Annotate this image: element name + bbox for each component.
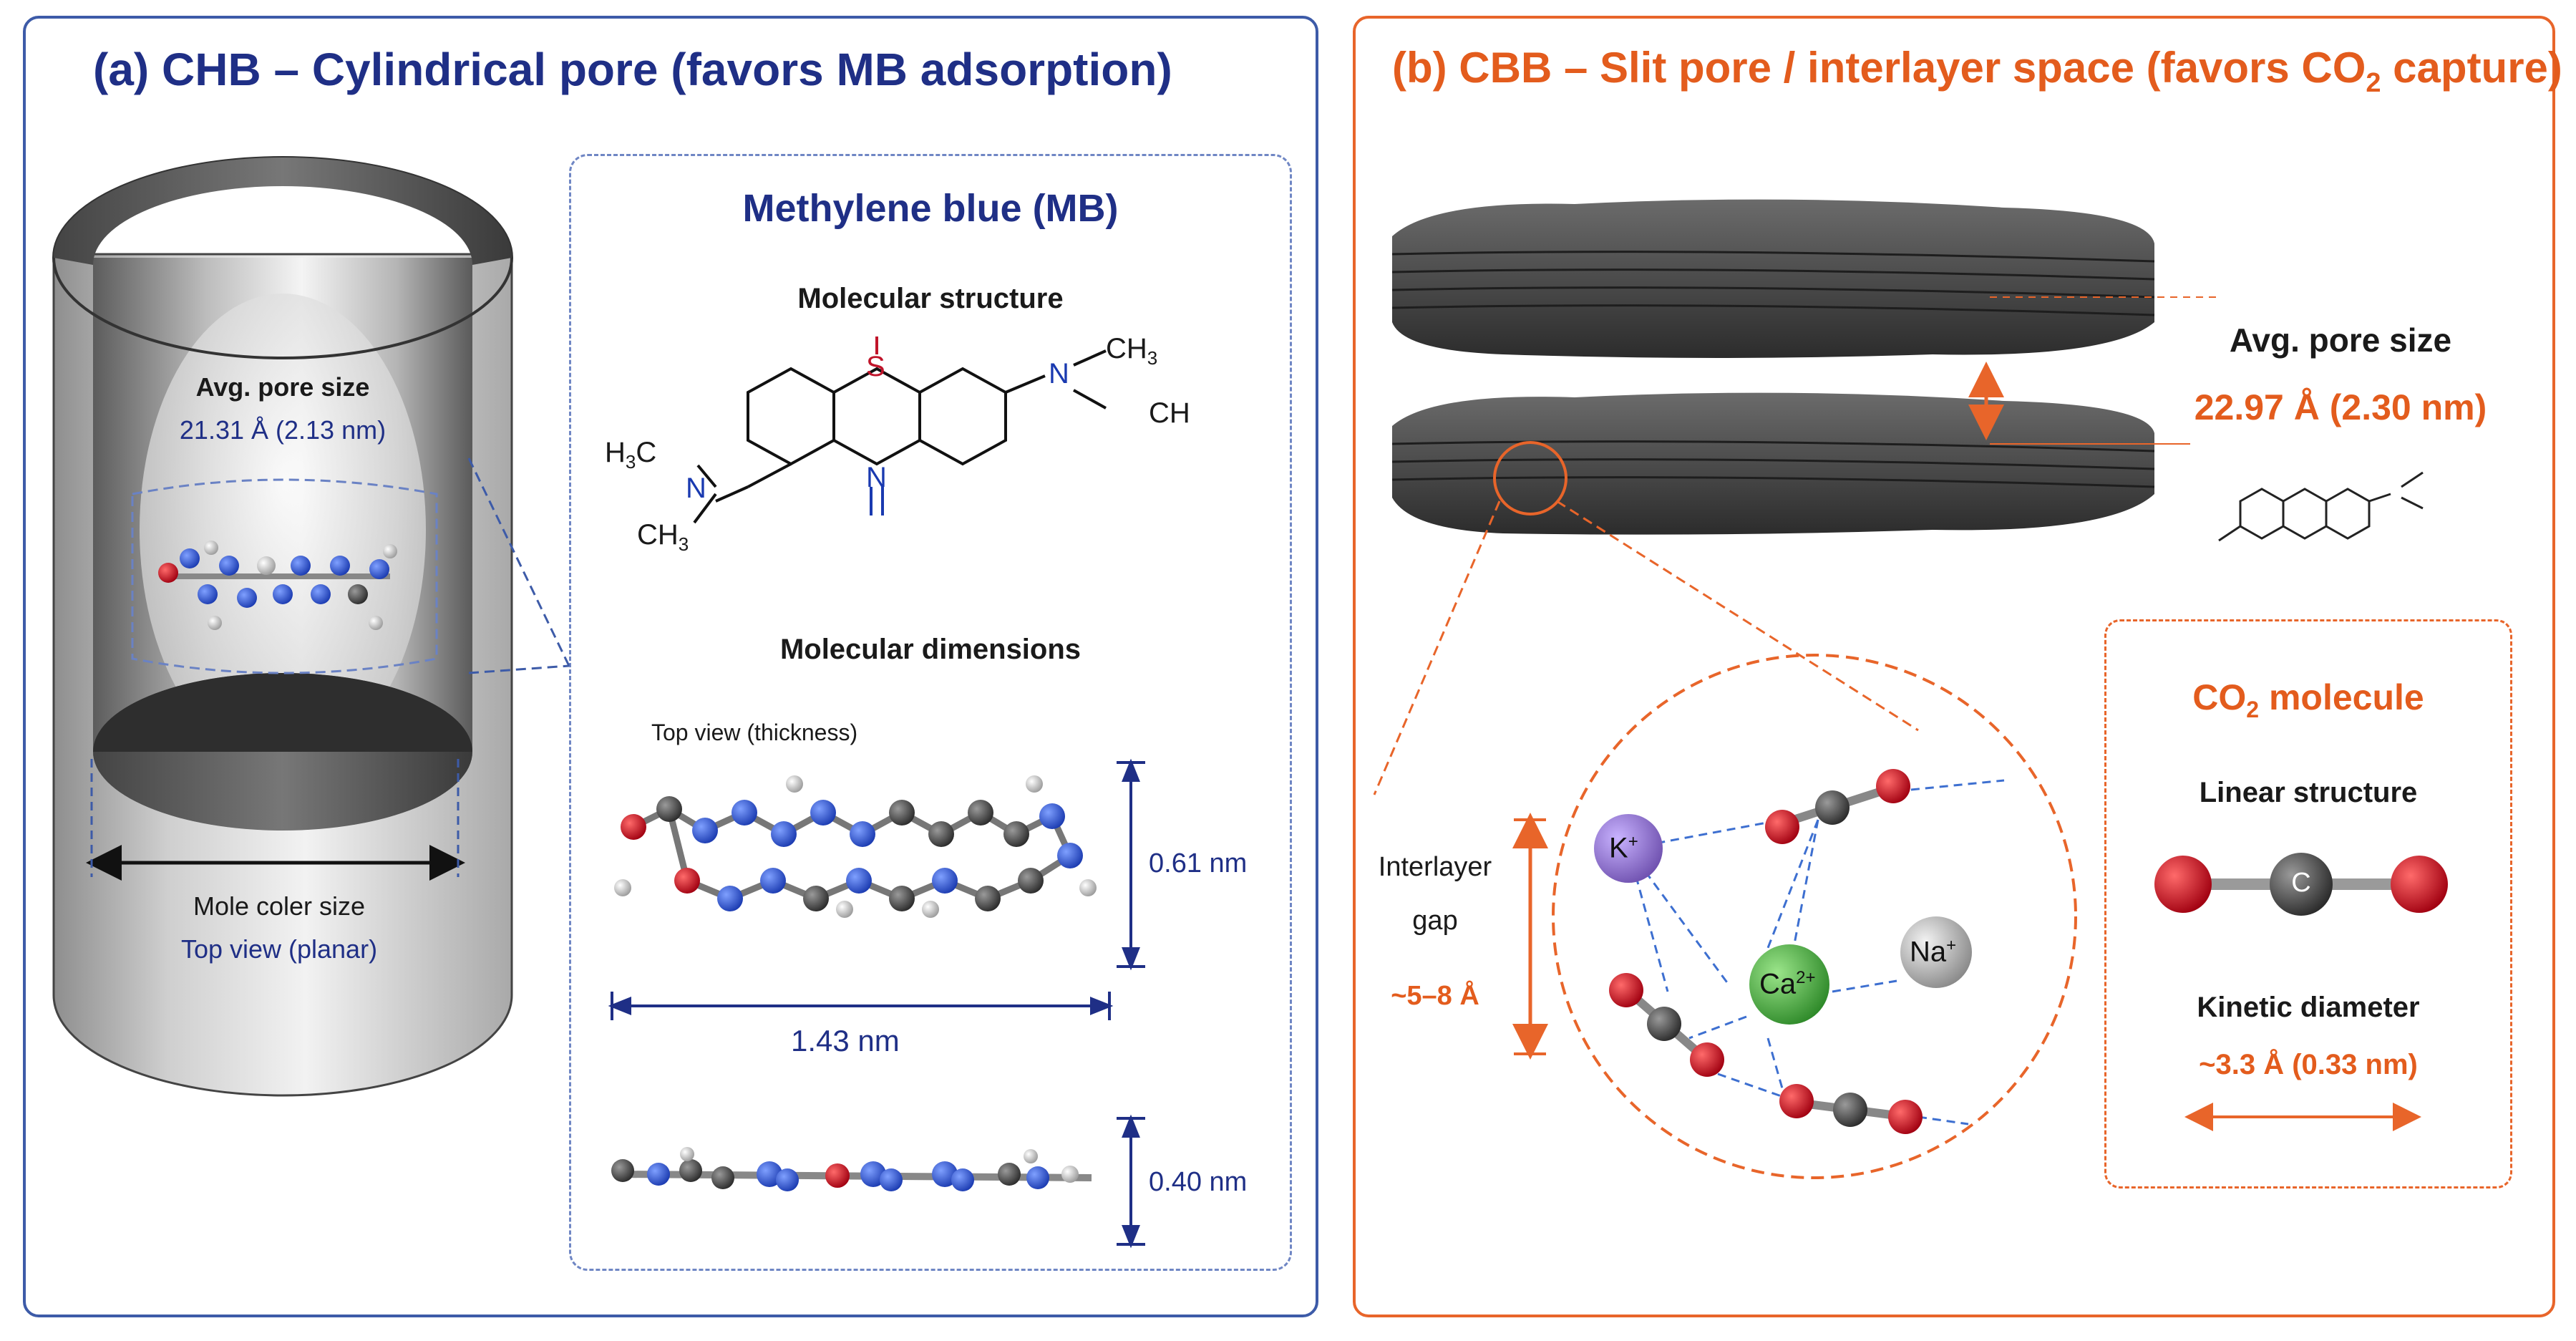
k-text: K	[1609, 832, 1628, 864]
panel-b-title-main: (b) CBB – Slit pore / interlayer space (…	[1392, 44, 2366, 92]
linear-structure-label: Linear structure	[2199, 777, 2418, 808]
na-sup: +	[1946, 936, 1957, 955]
graphite-slab-top	[1391, 199, 2155, 358]
co2-linear-model	[2154, 853, 2448, 916]
methyl-ll-ch-text: CH	[637, 519, 679, 551]
mb-box-title: Methylene blue (MB)	[742, 187, 1119, 230]
gap-label-line1: Interlayer	[1378, 852, 1492, 882]
co2-box-title-main: CO	[2192, 677, 2247, 717]
potassium-label: K+	[1609, 832, 1638, 864]
methylene-blue-box	[569, 154, 1292, 1271]
co2-molecule-left	[1609, 973, 1724, 1077]
methyl-lower-right: CH	[1149, 397, 1190, 429]
cylinder-pore	[52, 156, 570, 1097]
co2-box-title-end: molecule	[2259, 677, 2424, 717]
gap-value: ~5–8 Å	[1391, 981, 1479, 1011]
methyl-c-text: C	[636, 437, 657, 468]
pore-size-value-b: 22.97 Å (2.30 nm)	[2194, 387, 2487, 427]
mb-side-view-model	[611, 1147, 1092, 1191]
molecular-size-sub: Top view (planar)	[180, 934, 378, 964]
dimensions-heading: Molecular dimensions	[779, 634, 1082, 665]
pore-size-label-b: Avg. pore size	[2229, 321, 2452, 359]
structure-heading: Molecular structure	[797, 283, 1064, 314]
co2-molecule-box	[2104, 619, 2512, 1188]
panel-b-title-end: capture)	[2381, 44, 2562, 92]
methyl-h-sub: 3	[625, 451, 636, 473]
co2-molecule-lower	[1779, 1084, 1923, 1134]
atom-n-left: N	[686, 473, 706, 504]
atom-n-right: N	[1049, 358, 1069, 389]
pore-size-value-a: 21.31 Å (2.13 nm)	[179, 415, 387, 445]
panel-b-title: (b) CBB – Slit pore / interlayer space (…	[1392, 43, 2562, 99]
panel-a-title: (a) CHB – Cylindrical pore (favors MB ad…	[93, 44, 1172, 95]
co2-carbon-label: C	[2291, 868, 2311, 898]
gap-label-line2: gap	[1412, 906, 1458, 936]
sodium-ion	[1900, 916, 1972, 988]
pore-size-label-a: Avg. pore size	[195, 372, 370, 402]
methyl-ll-sub: 3	[678, 533, 689, 555]
calcium-label: Ca2+	[1759, 968, 1816, 1000]
k-sup: +	[1628, 832, 1638, 851]
zoom-detail-circle	[1552, 654, 2077, 1179]
panel-a-frame	[23, 16, 1318, 1317]
panel-b-frame	[1353, 16, 2555, 1317]
ca-text: Ca	[1759, 968, 1797, 1000]
mb-dimension-arrows	[608, 758, 1145, 1249]
kinetic-diameter-label: Kinetic diameter	[2197, 992, 2420, 1023]
kinetic-diameter-value: ~3.3 Å (0.33 nm)	[2199, 1049, 2418, 1080]
pore-molecule	[158, 541, 397, 630]
na-text: Na	[1910, 936, 1947, 968]
graphite-slab-bottom	[1391, 392, 2155, 535]
mb-structure-small	[2218, 471, 2424, 542]
methyl-lower-left: CH3	[637, 519, 689, 556]
co2-box-title-sub: 2	[2246, 697, 2260, 722]
methyl-sub: 3	[1147, 347, 1158, 369]
mb-top-view-model	[614, 775, 1097, 918]
atom-s: S	[866, 351, 885, 382]
ca-sup: 2+	[1796, 968, 1816, 987]
potassium-ion	[1594, 814, 1663, 883]
methyl-upper-right: CH3	[1106, 333, 1157, 369]
thickness-value: 0.40 nm	[1149, 1167, 1248, 1197]
co2-molecule-upper	[1765, 769, 1910, 844]
atom-n-center: N	[866, 462, 887, 493]
zoom-source-circle	[1493, 441, 1568, 515]
sodium-label: Na+	[1910, 936, 1956, 968]
methyl-h-text: H	[605, 437, 626, 468]
methyl-upper-left: H3C	[605, 437, 656, 473]
interlayer-gap-arrow	[1512, 813, 1548, 1060]
top-view-label: Top view (thickness)	[651, 720, 858, 745]
molecular-size-label: Mole coler size	[193, 891, 366, 921]
interlayer-pore-arrow	[1968, 296, 2219, 445]
height-value: 0.61 nm	[1149, 848, 1248, 878]
methyl-ch-text: CH	[1106, 333, 1147, 364]
panel-b-title-sub: 2	[2366, 68, 2381, 98]
width-value: 1.43 nm	[791, 1024, 900, 1057]
calcium-ion	[1749, 944, 1829, 1025]
mb-structure-drawing	[693, 337, 1107, 524]
co2-box-title: CO2 molecule	[2108, 677, 2509, 723]
